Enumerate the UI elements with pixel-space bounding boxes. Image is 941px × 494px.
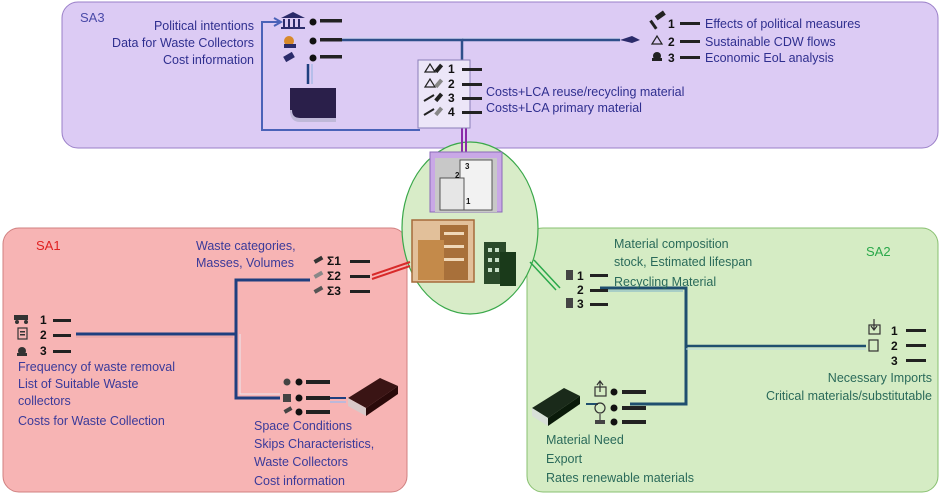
plant-icon — [595, 414, 605, 424]
sa1-bottom-labels: Space Conditions Skips Characteristics, … — [254, 419, 374, 488]
sa2-top-list: 1 2 3 — [566, 269, 608, 311]
sa3-output-labels: Effects of political measures Sustainabl… — [705, 17, 860, 65]
sa2-top-label-3: Recycling Material — [614, 275, 716, 289]
sa2-right-list: 1 2 3 — [868, 319, 926, 368]
sa2-top-label-1: Material composition — [614, 237, 729, 251]
sa2-title: SA2 — [866, 244, 891, 259]
sa3-output-label-1: Effects of political measures — [705, 17, 860, 31]
sa1-left-num-1: 1 — [40, 313, 47, 327]
sa2-right-label-1: Necessary Imports — [828, 371, 932, 385]
sa3-region — [61, 1, 939, 149]
sa3-input-label-3: Cost information — [163, 53, 254, 67]
sa1-left-num-2: 2 — [40, 328, 47, 342]
center-building-sa2 — [484, 242, 516, 286]
sa2-top-num-1: 1 — [577, 269, 584, 283]
sa1-left-label-3: collectors — [18, 394, 71, 408]
sa2-book-icon — [532, 388, 580, 426]
building-num-1: 1 — [466, 197, 471, 206]
sa1-left-label-2: List of Suitable Waste — [18, 377, 138, 391]
sa1-top-label-2: Masses, Volumes — [196, 256, 294, 270]
sa2-right-num-1: 1 — [891, 324, 898, 338]
sa1-sigma-list: Σ1 Σ2 Σ3 — [313, 254, 370, 298]
gavel-icon — [649, 10, 666, 30]
lca-num-2: 2 — [448, 77, 455, 91]
sa1-connectors — [76, 261, 411, 403]
sa2-bottom-label-1: Material Need — [546, 433, 624, 447]
sa3-input-icons — [281, 12, 342, 63]
sa1-region — [2, 227, 408, 493]
cost-icon — [17, 347, 27, 356]
sa1-title: SA1 — [36, 238, 61, 253]
sa3-title: SA3 — [80, 10, 105, 25]
sa3-output-label-2: Sustainable CDW flows — [705, 35, 836, 49]
sa3-out-num-3: 3 — [668, 51, 675, 65]
truck-icon — [14, 315, 28, 324]
recycle-icon — [423, 62, 437, 116]
sa3-book-icon — [290, 88, 336, 122]
lca-num-3: 3 — [448, 91, 455, 105]
sigma-2: Σ2 — [327, 269, 341, 283]
sa2-top-labels: Material composition stock, Estimated li… — [614, 237, 752, 289]
sa1-left-num-3: 3 — [40, 344, 47, 358]
sa1-bottom-label-3: Waste Collectors — [254, 455, 348, 469]
sa3-out-num-1: 1 — [668, 17, 675, 31]
sa3-lca-box: 1 2 3 4 — [417, 59, 471, 129]
sa1-left-label-4: Costs for Waste Collection — [18, 414, 165, 428]
sigma-1: Σ1 — [327, 254, 341, 268]
sa3-lca-dashes — [462, 68, 482, 114]
center-building-sa3: 3 2 1 — [429, 151, 503, 213]
money-icon — [283, 51, 295, 63]
sa2-right-label-2: Critical materials/substitutable — [766, 389, 932, 403]
building-num-2: 2 — [455, 171, 460, 180]
sa2-connectors — [529, 259, 866, 406]
list-icon — [17, 327, 28, 340]
sa2-region — [526, 227, 939, 493]
sa2-bottom-labels: Material Need Export Rates renewable mat… — [546, 433, 694, 485]
sa3-output-icons: 1 2 3 — [620, 10, 700, 65]
lca-num-1: 1 — [448, 62, 455, 76]
sa3-out-num-2: 2 — [668, 35, 675, 49]
sa1-bottom-label-1: Space Conditions — [254, 419, 352, 433]
lca-num-4: 4 — [448, 105, 455, 119]
sa3-input-label-1: Political intentions — [154, 19, 254, 33]
export-icon — [594, 380, 607, 397]
sa2-top-num-2: 2 — [577, 283, 584, 297]
sa2-bottom-list — [594, 380, 646, 426]
sa2-right-labels: Necessary Imports Critical materials/sub… — [766, 371, 932, 403]
sa3-middle-label-1: Costs+LCA reuse/recycling material — [486, 85, 684, 99]
bank-icon — [281, 12, 305, 29]
sa2-right-num-3: 3 — [891, 354, 898, 368]
center-building-sa1 — [411, 219, 475, 283]
sa1-top-label-1: Waste categories, — [196, 239, 296, 253]
pencil-icon — [434, 63, 444, 117]
building-num-3: 3 — [465, 162, 470, 171]
money-output-icon — [652, 52, 662, 61]
sa3-middle-label-2: Costs+LCA primary material — [486, 101, 642, 115]
sa1-bottom-label-2: Skips Characteristics, — [254, 437, 374, 451]
sa1-left-labels: Frequency of waste removal List of Suita… — [18, 360, 175, 428]
sa1-book-icon — [348, 378, 398, 416]
recycle-output-icon — [650, 34, 664, 45]
waste-collector-icon — [284, 36, 296, 48]
sa1-bottom-label-4: Cost information — [254, 474, 345, 488]
sa3-output-label-3: Economic EoL analysis — [705, 51, 834, 65]
sa2-top-num-3: 3 — [577, 297, 584, 311]
sa2-bottom-label-3: Rates renewable materials — [546, 471, 694, 485]
sa1-bottom-list — [283, 378, 330, 416]
sa2-top-label-2: stock, Estimated lifespan — [614, 255, 752, 269]
download-icon — [868, 319, 881, 335]
sa2-bottom-label-2: Export — [546, 452, 583, 466]
sa3-input-label-2: Data for Waste Collectors — [112, 36, 254, 50]
sigma-3: Σ3 — [327, 284, 341, 298]
sa3-input-labels: Political intentions Data for Waste Coll… — [112, 19, 254, 67]
sa2-right-num-2: 2 — [891, 339, 898, 353]
sa1-left-list: 1 2 3 — [14, 313, 71, 358]
sa1-top-labels: Waste categories, Masses, Volumes — [196, 239, 296, 270]
sa1-left-label-1: Frequency of waste removal — [18, 360, 175, 374]
